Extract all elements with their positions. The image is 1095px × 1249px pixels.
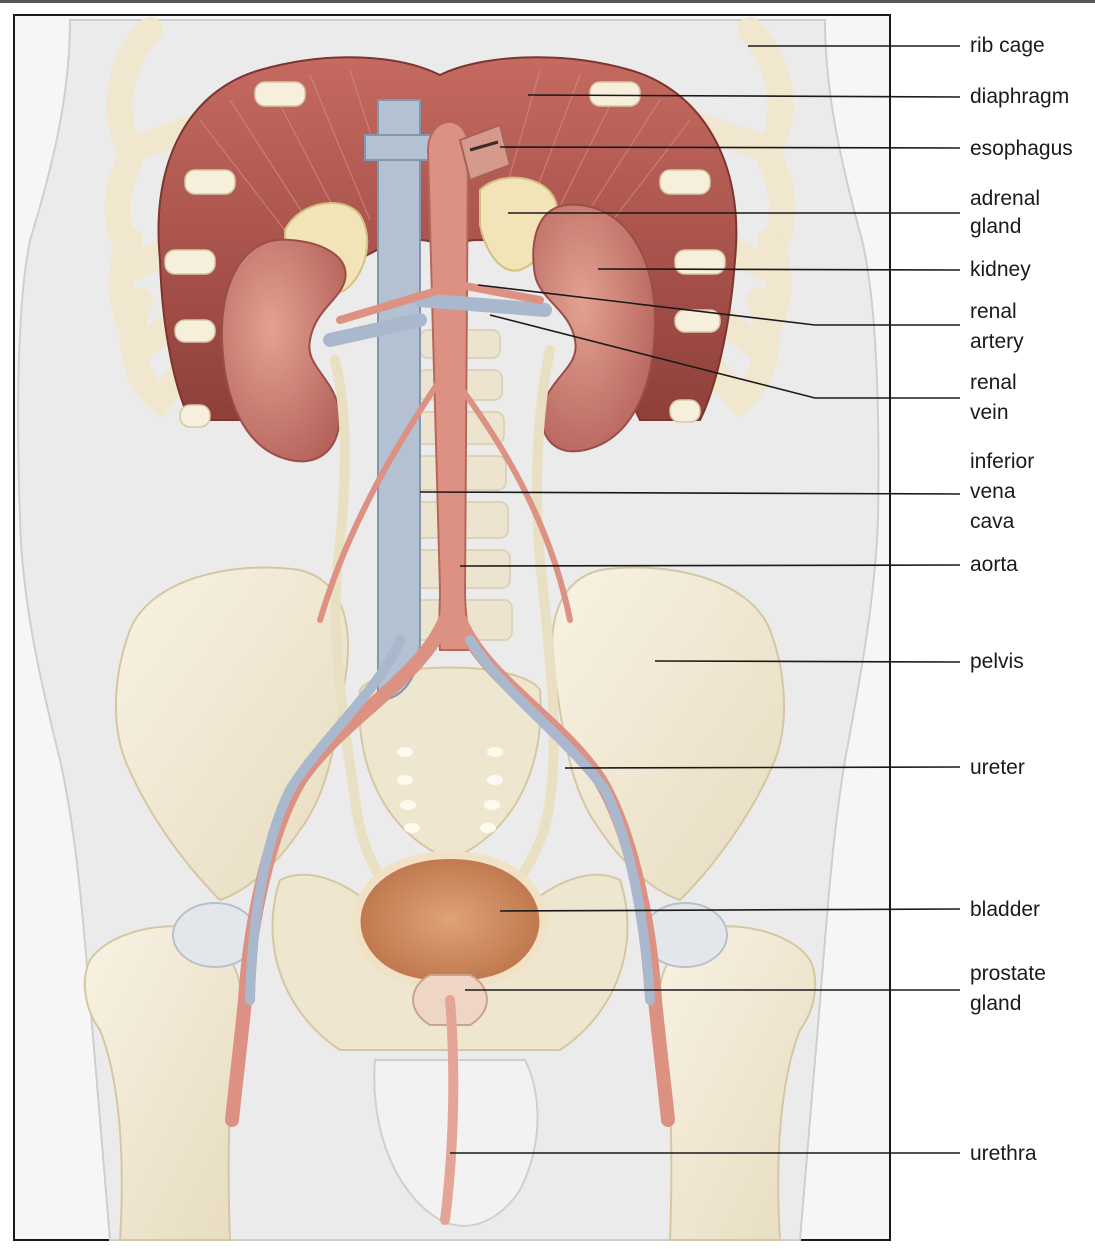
- ivc-top-branch: [365, 135, 435, 160]
- label-text: kidney: [970, 258, 1031, 281]
- label-text: urethra: [970, 1142, 1037, 1165]
- bladder: [357, 855, 544, 985]
- inferior-vena-cava: [378, 100, 420, 700]
- label-line-2: vena: [970, 480, 1016, 503]
- label-line-2: gland: [970, 215, 1021, 238]
- top-rule: [0, 0, 1095, 3]
- label-line-2: artery: [970, 330, 1024, 353]
- label-text: aorta: [970, 553, 1018, 576]
- label-line-2: gland: [970, 992, 1021, 1015]
- label-text: esophagus: [970, 137, 1073, 160]
- label-text: rib cage: [970, 34, 1045, 57]
- label-line-1: adrenal: [970, 187, 1040, 210]
- label-line-1: prostate: [970, 962, 1046, 985]
- label-line-1: renal: [970, 300, 1017, 323]
- label-text: pelvis: [970, 650, 1024, 673]
- label-text: ureter: [970, 756, 1025, 779]
- label-line-1: inferior: [970, 450, 1034, 473]
- label-line-3: cava: [970, 510, 1015, 533]
- label-line-1: renal: [970, 371, 1017, 394]
- label-text: bladder: [970, 898, 1040, 921]
- label-text: diaphragm: [970, 85, 1069, 108]
- label-line-2: vein: [970, 401, 1009, 424]
